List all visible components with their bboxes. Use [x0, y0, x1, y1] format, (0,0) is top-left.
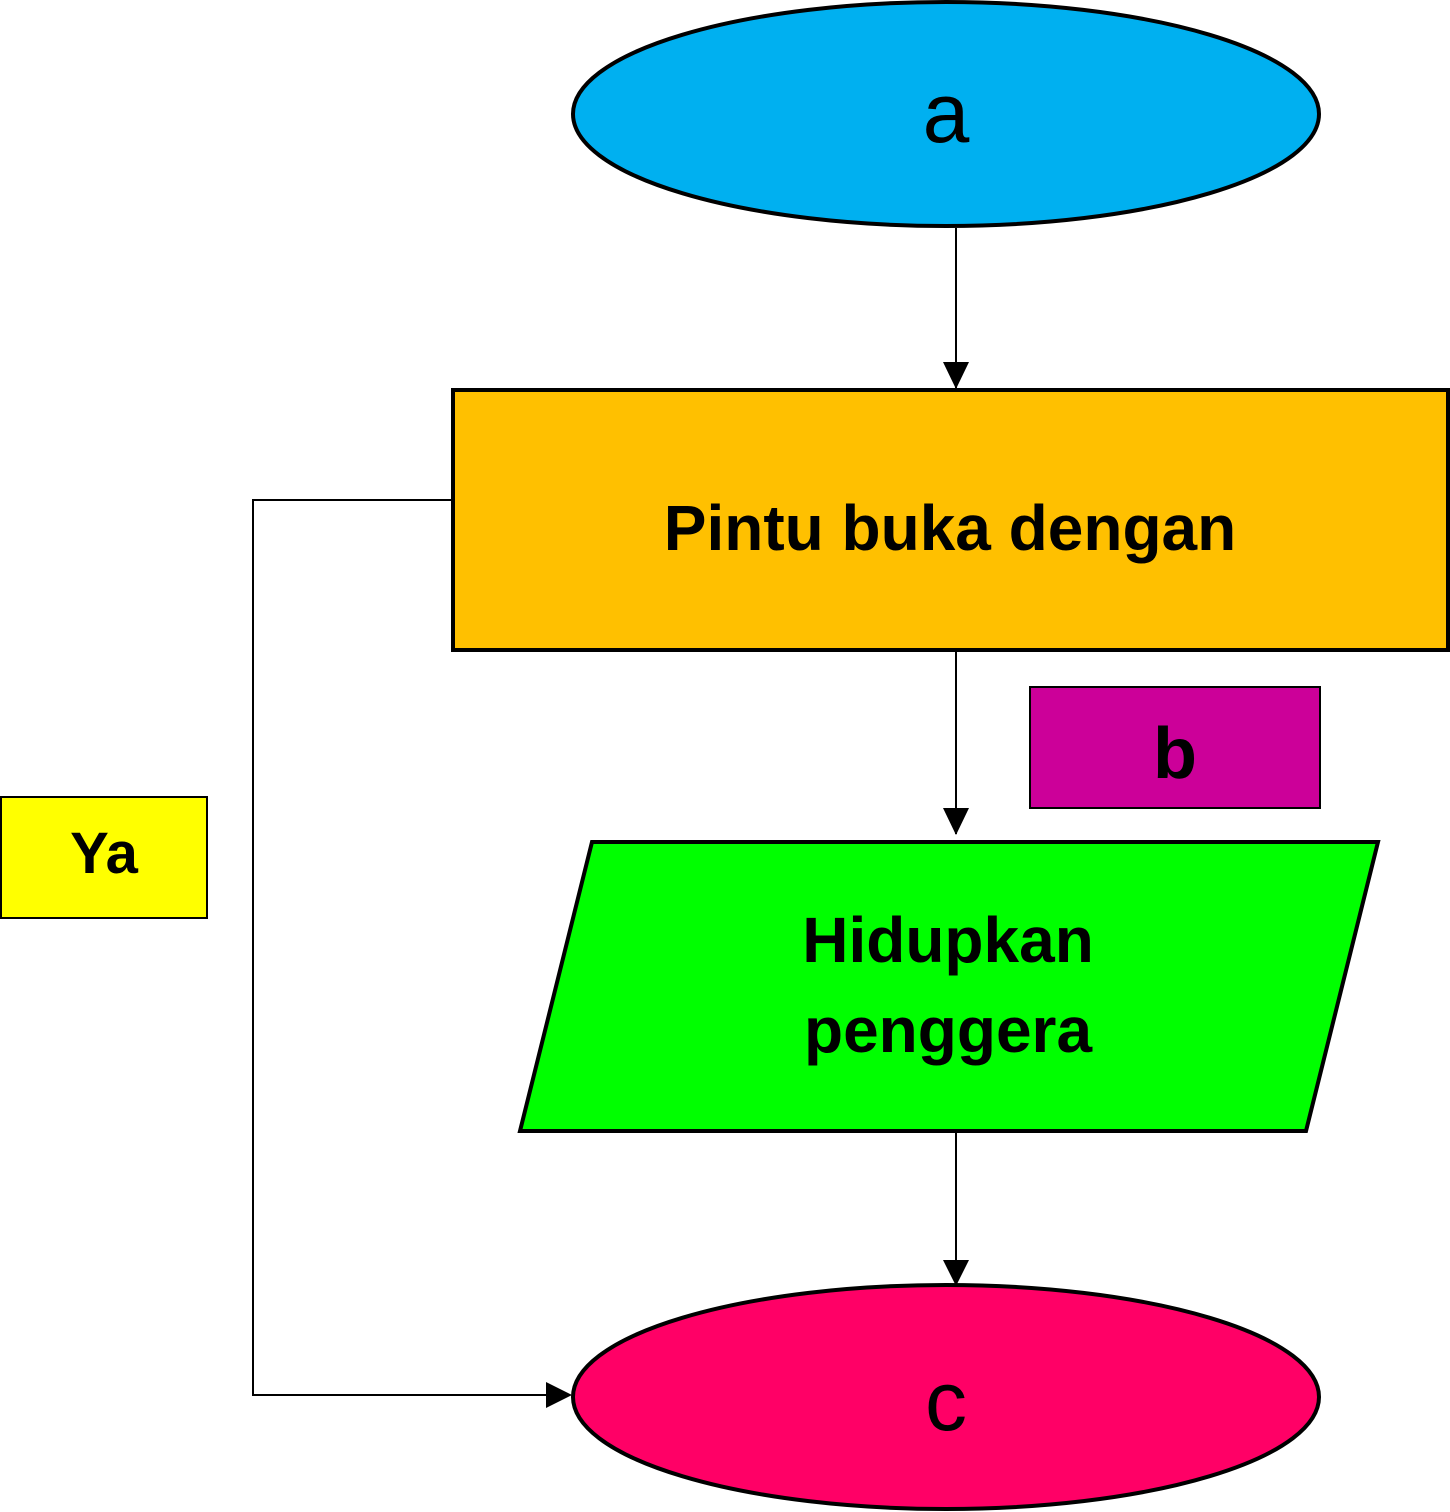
connector-yes-branch [252, 499, 570, 1396]
end-node: c [571, 1283, 1321, 1511]
process-node: Pintu buka dengan [451, 388, 1450, 652]
label-b-text: b [1153, 714, 1197, 794]
label-ya-box [0, 796, 208, 919]
arrowhead-yes-branch [546, 1382, 572, 1408]
label-b-box [1029, 686, 1321, 809]
label-ya-text: Ya [70, 821, 138, 886]
connectors [252, 228, 969, 1408]
end-label: c [925, 1354, 967, 1448]
io-label-line2: penggera [804, 994, 1092, 1066]
arrowhead-process-to-io [943, 808, 969, 835]
label-ya: Ya [0, 796, 208, 919]
start-ellipse [571, 0, 1321, 228]
end-ellipse [571, 1283, 1321, 1511]
process-label: Pintu buka dengan [664, 492, 1236, 564]
io-label-line1: Hidupkan [802, 904, 1094, 976]
start-label: a [923, 66, 970, 160]
arrowhead-start-to-process [943, 362, 969, 389]
start-node: a [571, 0, 1321, 228]
arrowhead-io-to-end [943, 1260, 969, 1286]
io-parallelogram [517, 840, 1381, 1133]
io-node: Hidupkan penggera [517, 840, 1381, 1133]
label-b: b [1029, 686, 1321, 809]
process-box [451, 388, 1450, 652]
